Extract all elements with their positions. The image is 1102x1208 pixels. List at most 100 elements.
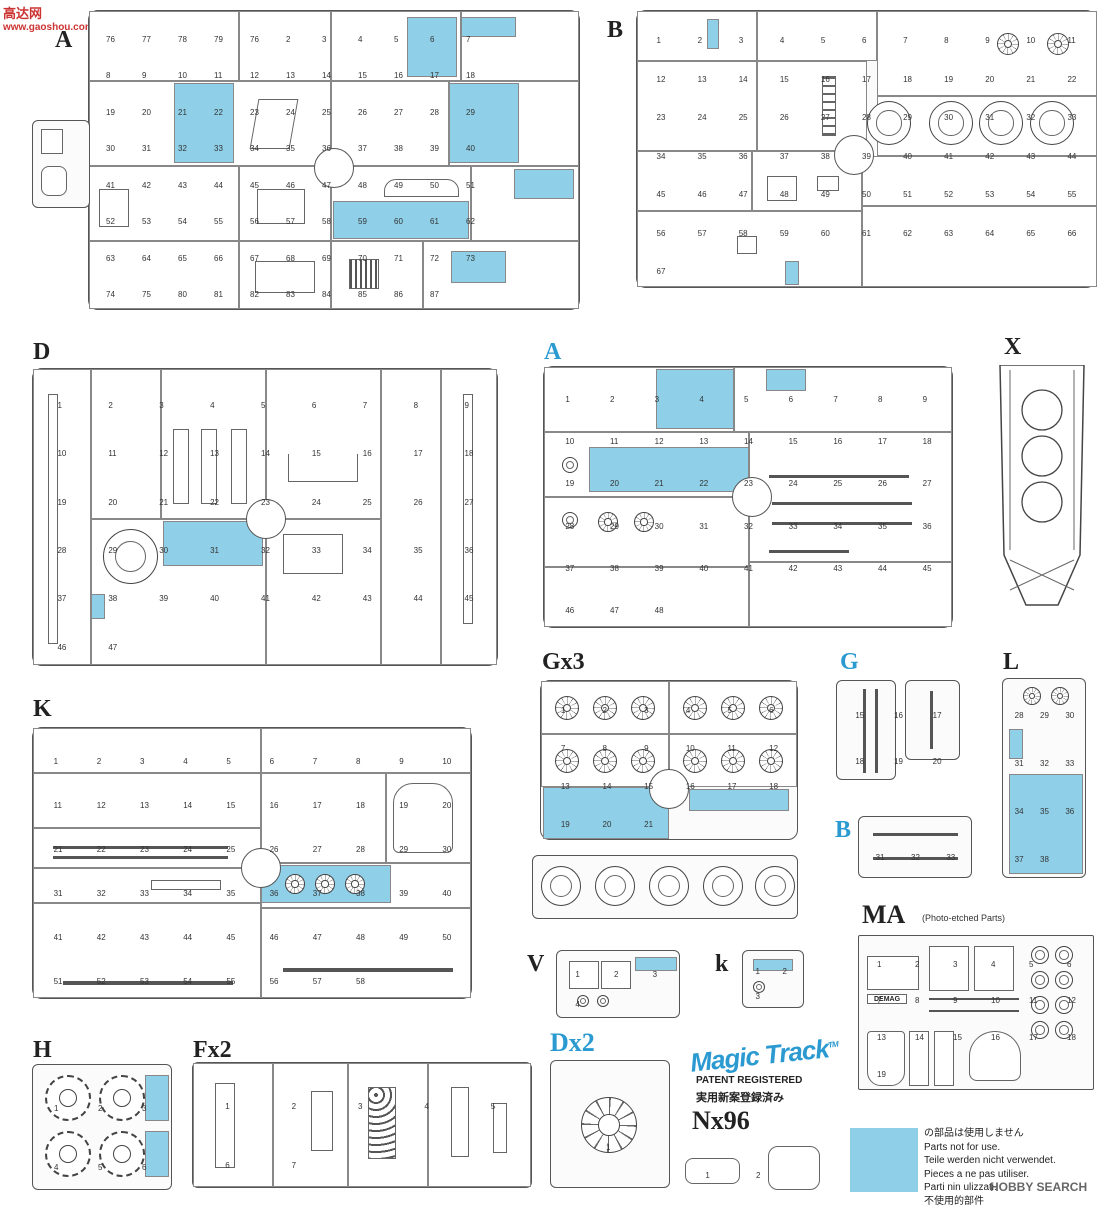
sprue-v-part bbox=[577, 995, 589, 1007]
sprue-ma-ring bbox=[1031, 996, 1049, 1014]
sprue-dx2-wheel bbox=[581, 1097, 637, 1153]
sprue-d-hl bbox=[163, 521, 263, 566]
sprue-g-part bbox=[875, 689, 878, 773]
sprue-ma-ring bbox=[1055, 946, 1073, 964]
sprue-g-part bbox=[930, 691, 933, 749]
sprue-gx3-wheel bbox=[593, 696, 617, 720]
sprue-v-hl bbox=[635, 957, 677, 971]
sprue-dx2 bbox=[550, 1060, 670, 1188]
sprue-a-top-part bbox=[257, 189, 305, 224]
sprue-label-ma: MA bbox=[862, 900, 906, 929]
sprue-gx3-wheel bbox=[631, 696, 655, 720]
sprue-a-top bbox=[88, 10, 580, 310]
sprue-g-right bbox=[905, 680, 960, 760]
sprue-gx3-wheel bbox=[593, 749, 617, 773]
sprue-a-mid-part bbox=[634, 512, 654, 532]
sprue-label-a-mid: A bbox=[544, 339, 562, 365]
sprue-a-top-side-tab bbox=[32, 120, 90, 208]
sprue-gx3-hl bbox=[689, 789, 789, 811]
watermark-logo: 高达网 bbox=[3, 3, 42, 22]
sprue-ma-part bbox=[974, 946, 1014, 991]
sprue-l-hl bbox=[1009, 729, 1023, 759]
sprue-d-cell bbox=[381, 369, 441, 665]
sprue-a-mid-cell bbox=[544, 497, 749, 567]
sprue-b-top-part bbox=[767, 176, 797, 201]
sprue-label-d: D bbox=[33, 339, 51, 365]
sprue-b-top-small-wheel bbox=[1047, 33, 1069, 55]
sprue-a-top-part bbox=[384, 179, 459, 197]
sprue-ma-part bbox=[929, 946, 969, 991]
sprue-d-part bbox=[103, 529, 158, 584]
sprue-k-part bbox=[315, 874, 335, 894]
legend-text: の部品は使用しません Parts not for use. Teile werd… bbox=[924, 1128, 1056, 1207]
sprue-a-top-cell bbox=[239, 11, 331, 81]
sprue-k-small-part bbox=[753, 981, 765, 993]
sprue-ma-ring bbox=[1055, 1021, 1073, 1039]
sprue-a-mid-part bbox=[769, 550, 849, 553]
sprue-gx3-wheel bbox=[555, 749, 579, 773]
sprue-a-top-part bbox=[349, 259, 379, 289]
sprue-a-mid-hl bbox=[656, 369, 734, 429]
magic-track-logo-text: Magic Track bbox=[688, 1033, 830, 1078]
sprue-fx2-cell bbox=[428, 1063, 531, 1187]
sprue-l-hl bbox=[1009, 774, 1083, 874]
sprue-gx3-hub bbox=[649, 769, 689, 809]
sprue-b-top-cell bbox=[637, 61, 757, 151]
sprue-k-part bbox=[283, 968, 453, 972]
sprue-d-part bbox=[283, 534, 343, 574]
sprue-nx96-link bbox=[768, 1146, 820, 1190]
sprue-k-part bbox=[151, 880, 221, 890]
sprue-gx3-ring bbox=[595, 866, 635, 906]
sprue-a-top-hl bbox=[461, 17, 516, 37]
watermark-url: www.gaoshou.com bbox=[3, 22, 94, 33]
sprue-x-ring bbox=[1021, 389, 1063, 431]
sprue-v-part bbox=[601, 961, 631, 989]
sprue-k-part bbox=[393, 783, 453, 853]
sprue-a-top-part bbox=[255, 261, 315, 293]
sprue-gx3-wheel bbox=[683, 696, 707, 720]
sprue-a-mid-cell bbox=[544, 567, 749, 627]
sprue-b-top-hub bbox=[834, 135, 874, 175]
sprue-ma-ring bbox=[1055, 971, 1073, 989]
sprue-x-frame-svg bbox=[999, 365, 1085, 606]
sprue-gx3-wheel bbox=[683, 749, 707, 773]
sprue-k-cell bbox=[33, 728, 261, 773]
sprue-k-small-hl bbox=[753, 959, 793, 971]
sprue-gx3 bbox=[540, 680, 798, 840]
sprue-k-cell bbox=[261, 908, 471, 998]
sprue-d-part bbox=[201, 429, 217, 504]
sprue-a-top-cell bbox=[89, 241, 239, 309]
sprue-d-hub bbox=[246, 499, 286, 539]
sprue-label-k-small: k bbox=[715, 951, 729, 977]
sprue-a-mid-part bbox=[769, 475, 909, 478]
sprue-a-top-hl bbox=[449, 83, 519, 163]
sprue-gx3-wheel bbox=[759, 749, 783, 773]
sprue-label-fx2: Fx2 bbox=[193, 1037, 232, 1063]
sprue-b-top-hl bbox=[785, 261, 799, 285]
sprue-a-mid-cell bbox=[749, 562, 952, 627]
sprue-ma-part bbox=[934, 1031, 954, 1086]
sprue-v-part bbox=[569, 961, 599, 989]
magic-track-tm: TM bbox=[827, 1039, 839, 1050]
sprue-a-top-cell bbox=[331, 81, 449, 166]
sprue-b-top-road-wheel bbox=[1030, 101, 1074, 145]
sprue-nx96 bbox=[680, 1140, 840, 1195]
sprue-k-part bbox=[285, 874, 305, 894]
sprue-b-top-hl bbox=[707, 19, 719, 49]
sprue-fx2-part bbox=[368, 1087, 396, 1159]
sprue-x-strut bbox=[1009, 559, 1075, 591]
sprue-gx3-wheel bbox=[555, 696, 579, 720]
sprue-a-top-hl bbox=[407, 17, 457, 77]
sprue-ma-part bbox=[969, 1031, 1021, 1081]
sprue-gx3-wheel bbox=[721, 696, 745, 720]
sprue-g-part bbox=[863, 689, 866, 773]
sprue-a-top-hl bbox=[451, 251, 506, 283]
sprue-gx3-wheel bbox=[721, 749, 745, 773]
sprue-ma: DEMAG bbox=[858, 935, 1094, 1090]
sprue-k-hub bbox=[241, 848, 281, 888]
sprue-b-top-road-wheel bbox=[867, 101, 911, 145]
sprue-d-part bbox=[48, 394, 58, 644]
sprue-gx3-ring bbox=[755, 866, 795, 906]
sprue-nx96-link bbox=[685, 1158, 740, 1184]
sprue-ma-part bbox=[867, 956, 919, 990]
